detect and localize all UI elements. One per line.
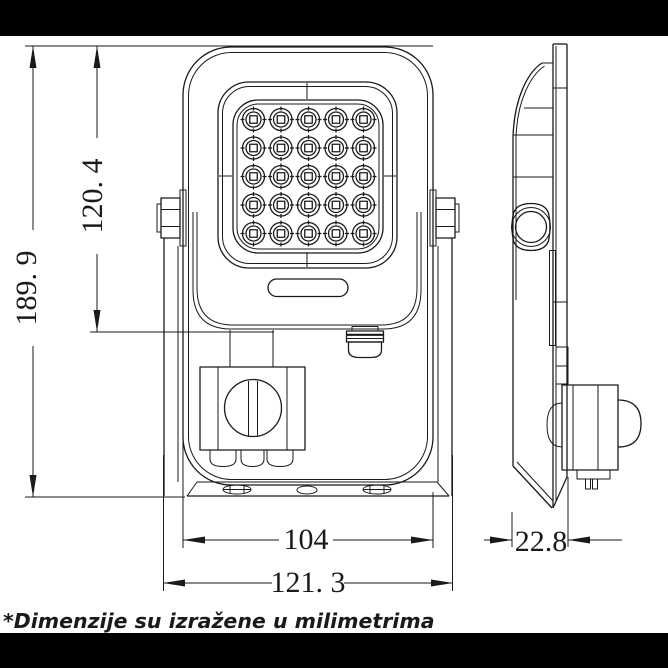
led-lens	[249, 172, 258, 181]
right-pivot-knob	[435, 197, 456, 239]
led-lens	[331, 200, 341, 210]
side-view	[511, 43, 642, 509]
led-lens	[245, 111, 262, 128]
led-lens	[300, 139, 317, 157]
led-lens	[359, 115, 368, 124]
overall-height-label: 189. 9	[10, 251, 43, 326]
led-lens	[359, 143, 368, 153]
mounting-bracket	[156, 189, 460, 497]
led-lens	[331, 172, 341, 181]
led-lens	[304, 200, 313, 210]
led-lens	[331, 115, 341, 124]
led-lens	[355, 225, 372, 242]
led-lens	[300, 225, 317, 242]
led-lens	[300, 111, 317, 128]
led-array	[240, 106, 377, 247]
dimension-annotations: 189. 9 120. 4 104	[10, 45, 622, 599]
body-width-label: 104	[284, 523, 329, 556]
pir-dome	[617, 399, 642, 448]
led-lens	[327, 111, 345, 128]
led-lens	[245, 139, 262, 157]
led-lens	[355, 196, 372, 214]
depth-label: 22.8	[515, 525, 568, 558]
pir-sensor-side	[546, 384, 642, 490]
led-lens	[355, 168, 372, 185]
led-lens	[276, 172, 286, 181]
led-lens	[249, 229, 258, 238]
led-lens	[331, 143, 341, 153]
dimension-overall-height: 189. 9	[10, 46, 185, 498]
front-view	[156, 46, 460, 497]
led-lens	[327, 225, 345, 242]
led-lens	[359, 172, 368, 181]
led-lens	[249, 115, 258, 124]
led-lens	[355, 111, 372, 128]
led-lens	[245, 168, 262, 185]
dimension-body-width: 104	[182, 402, 434, 556]
led-lens	[249, 200, 258, 210]
dimension-overall-width: 121. 3	[163, 455, 453, 599]
housing-outline	[182, 46, 434, 486]
led-lens	[331, 229, 341, 238]
led-lens	[245, 196, 262, 214]
side-heatsink-profile	[512, 62, 554, 509]
side-pivot-knob	[511, 202, 551, 252]
led-lens	[304, 143, 313, 153]
led-lens	[327, 168, 345, 185]
led-lens	[304, 115, 313, 124]
pir-lens-circle	[223, 378, 283, 438]
pir-sensor-front	[199, 330, 306, 467]
led-lens	[304, 172, 313, 181]
bottom-black-bar	[0, 633, 668, 668]
led-lens	[327, 196, 345, 214]
top-black-bar	[0, 0, 668, 36]
panel-height-label: 120. 4	[76, 159, 109, 234]
led-lens	[272, 225, 290, 242]
led-lens	[276, 115, 286, 124]
led-lens	[272, 168, 290, 185]
led-lens	[276, 200, 286, 210]
side-bracket-arm	[549, 250, 569, 385]
led-lens	[359, 229, 368, 238]
led-lens	[272, 111, 290, 128]
led-lens	[272, 139, 290, 157]
dimension-panel-height: 120. 4	[76, 46, 274, 333]
led-lens	[249, 143, 258, 153]
led-lens	[245, 225, 262, 242]
led-lens	[272, 196, 290, 214]
led-lens	[300, 196, 317, 214]
led-lens	[304, 229, 313, 238]
led-lens	[359, 200, 368, 210]
overall-width-label: 121. 3	[271, 566, 346, 599]
indicator-slot	[267, 278, 349, 298]
led-lens	[300, 168, 317, 185]
led-lens	[327, 139, 345, 157]
base-slots	[222, 484, 392, 495]
led-lens	[276, 229, 286, 238]
dimension-depth: 22.8	[484, 477, 622, 558]
units-footnote: *Dimenzije su izražene u milimetrima	[3, 609, 435, 633]
cable-gland	[345, 326, 385, 359]
left-pivot-knob	[160, 197, 181, 239]
led-lens	[355, 139, 372, 157]
lens-bezel	[217, 81, 398, 269]
led-lens	[276, 143, 286, 153]
